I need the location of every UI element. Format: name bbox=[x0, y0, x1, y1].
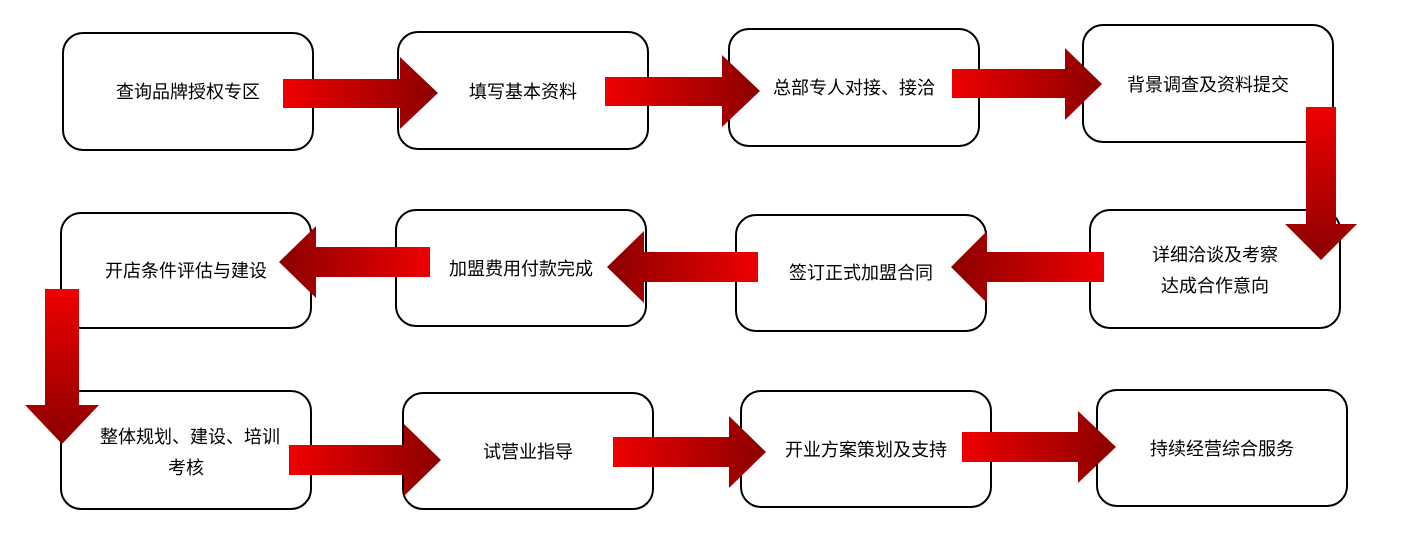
step-label-5b: 达成合作意向 bbox=[1161, 276, 1269, 297]
step-box-8: 开店条件评估与建设 bbox=[60, 212, 312, 329]
step-box-5: 详细洽谈及考察 达成合作意向 bbox=[1089, 209, 1341, 329]
step-label-6: 签订正式加盟合同 bbox=[789, 263, 933, 284]
step-label-12: 持续经营综合服务 bbox=[1150, 439, 1294, 460]
step-box-4: 背景调查及资料提交 bbox=[1082, 24, 1334, 143]
step-label-11: 开业方案策划及支持 bbox=[785, 440, 947, 461]
step-box-11: 开业方案策划及支持 bbox=[740, 390, 992, 508]
step-label-4: 背景调查及资料提交 bbox=[1127, 75, 1289, 96]
arrow-right-2 bbox=[605, 55, 760, 127]
arrow-right-4 bbox=[289, 424, 441, 496]
step-box-1: 查询品牌授权专区 bbox=[62, 32, 314, 151]
step-box-12: 持续经营综合服务 bbox=[1096, 389, 1348, 507]
arrow-right-5 bbox=[613, 416, 766, 488]
step-label-10: 试营业指导 bbox=[483, 442, 573, 463]
arrow-right-3 bbox=[952, 48, 1102, 120]
step-box-6: 签订正式加盟合同 bbox=[735, 214, 987, 332]
step-label-9b: 考核 bbox=[168, 458, 204, 479]
arrow-left-3 bbox=[279, 226, 430, 298]
arrow-left-1 bbox=[951, 231, 1104, 303]
step-label-8: 开店条件评估与建设 bbox=[105, 261, 267, 282]
arrow-right-1 bbox=[283, 57, 438, 129]
arrow-right-6 bbox=[962, 411, 1116, 483]
step-label-2: 填写基本资料 bbox=[469, 82, 577, 103]
arrow-down-2 bbox=[25, 289, 99, 444]
arrow-down-1 bbox=[1285, 107, 1357, 260]
arrow-left-2 bbox=[607, 231, 758, 303]
step-label-5a: 详细洽谈及考察 bbox=[1152, 245, 1278, 266]
step-label-3: 总部专人对接、接洽 bbox=[773, 78, 935, 99]
step-label-9a: 整体规划、建设、培训 bbox=[100, 427, 280, 448]
step-box-7: 加盟费用付款完成 bbox=[395, 209, 647, 327]
step-label-7: 加盟费用付款完成 bbox=[449, 259, 593, 280]
step-box-3: 总部专人对接、接洽 bbox=[728, 28, 980, 147]
step-label-1: 查询品牌授权专区 bbox=[116, 82, 260, 103]
step-box-9: 整体规划、建设、培训 考核 bbox=[60, 390, 312, 510]
